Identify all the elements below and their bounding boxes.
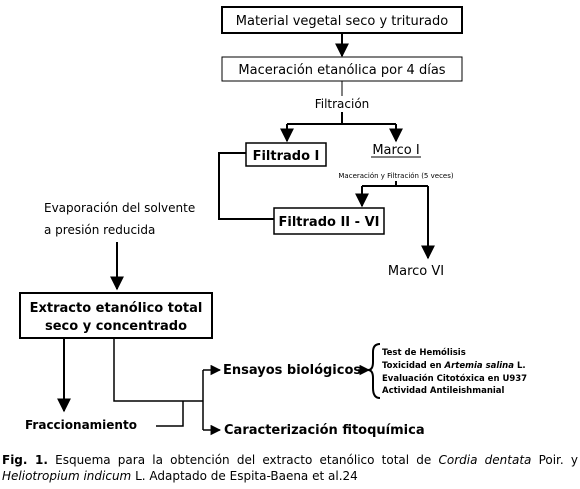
toxicidad-suffix: L. [514,361,526,371]
line-filtrado1-evaporacion [218,152,274,220]
caption-text-3: L. Adaptado de Espita-Baena et al.24 [131,469,358,483]
line-fraccionamiento-join [156,401,184,427]
filtrado2-label: Filtrado II - VI [279,215,380,230]
filtrado1-box [245,142,327,167]
caption-species-1: Cordia dentata [438,453,532,467]
figure-caption: Fig. 1. Esquema para la obtención del ex… [2,452,578,484]
caption-label: Fig. 1. [2,453,48,467]
maceracion-box [221,56,463,82]
toxicidad-prefix: Toxicidad en [382,361,445,371]
ensayos-item-hemolisis: Test de Hemólisis [382,347,466,358]
caption-text-1: Esquema para la obtención del extracto e… [47,453,439,467]
filtracion-label: Filtración [315,97,370,111]
ensayos-label: Ensayos biológicos [223,363,361,378]
marco6-label: Marco VI [388,264,444,279]
fraccionamiento-label: Fraccionamiento [25,418,137,432]
caption-text-2: Poir. y [531,453,578,467]
ensayos-item-antileishmanial: Actividad Antileishmanial [382,386,505,396]
evaporacion-label-line2: a presión reducida [44,223,155,237]
filtrado1-label: Filtrado I [253,149,320,164]
flowchart-diagram: Material vegetal seco y triturado Macera… [19,6,527,438]
evaporacion-label-line1: Evaporación del solvente [44,201,195,215]
extracto-box [19,292,213,339]
filtrado2-box [273,207,385,235]
line-extracto-join [113,338,203,402]
maceracion-label: Maceración etanólica por 4 días [238,63,445,78]
extracto-label-line2: seco y concentrado [45,319,187,334]
caracterizacion-label: Caracterización fitoquímica [224,423,425,438]
ensayos-item-toxicidad: Toxicidad en Artemia salina L. [382,361,526,371]
ensayos-item-citotoxica: Evaluación Citotóxica en U937 [382,373,527,384]
marco1-label: Marco I [372,143,419,158]
caption-species-2: Heliotropium indicum [2,469,132,483]
toxicidad-species: Artemia salina [444,361,515,371]
maceracion-filtracion-label: Maceración y Filtración (5 veces) [338,172,453,180]
extracto-label-line1: Extracto etanólico total [30,301,203,316]
ensayos-brace [367,343,381,399]
material-label: Material vegetal seco y triturado [236,14,448,29]
